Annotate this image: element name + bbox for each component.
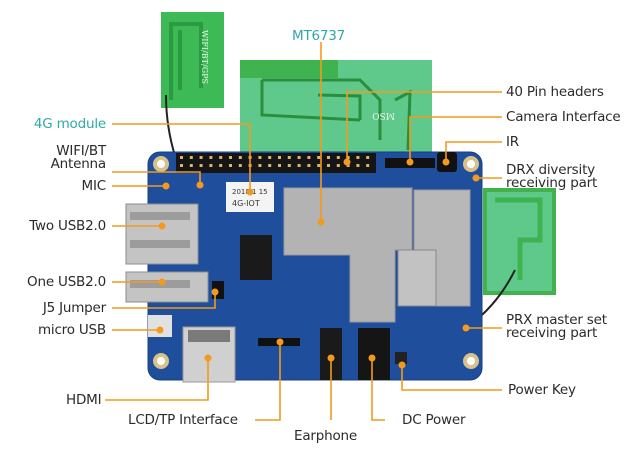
label-wifi-bt-antenna: WIFI/BT Antenna — [20, 143, 107, 172]
header-pin — [189, 164, 193, 167]
label-prx-line2: receiving part — [506, 325, 598, 341]
label-drx-line2: receiving part — [506, 175, 598, 191]
label-earphone: Earphone — [294, 428, 357, 444]
label-power-key: Power Key — [508, 382, 576, 398]
label-ir: IR — [506, 134, 519, 150]
header-pin — [219, 164, 223, 167]
label-wifi-bt-line1: WIFI/BT — [56, 143, 106, 159]
callout-4g-module — [112, 123, 251, 192]
header-pin — [209, 164, 213, 167]
header-pin — [297, 164, 301, 167]
label-one-usb: One USB2.0 — [27, 274, 106, 290]
module-sticker-name: 4G-IOT — [232, 199, 260, 208]
label-mt6737: MT6737 — [292, 28, 346, 44]
header-pin — [189, 156, 193, 159]
label-40-pin-headers: 40 Pin headers — [506, 84, 604, 100]
header-pin — [346, 164, 350, 167]
header-pin — [238, 156, 242, 159]
u4-chip — [240, 235, 272, 280]
header-pin — [366, 156, 370, 159]
callout-j5 — [112, 292, 216, 309]
callout-pin-headers — [346, 91, 502, 162]
callout-dc-power — [371, 358, 385, 421]
header-pin — [278, 164, 281, 167]
label-dc-power: DC Power — [402, 412, 466, 428]
callout-ir — [445, 141, 502, 162]
callout-lcd — [255, 342, 281, 421]
header-pin — [336, 164, 340, 167]
header-pin — [278, 156, 281, 159]
label-4g-module: 4G module — [33, 116, 106, 132]
header-pin — [180, 164, 183, 167]
dc-power-jack — [358, 328, 390, 380]
header-pin — [346, 156, 350, 159]
header-pin — [287, 156, 291, 159]
header-pin — [268, 164, 272, 167]
label-lcd-tp: LCD/TP Interface — [128, 412, 238, 428]
header-pin — [366, 164, 370, 167]
header-pin — [297, 156, 301, 159]
earphone-jack — [320, 328, 342, 380]
label-two-usb: Two USB2.0 — [29, 218, 106, 234]
header-pin — [258, 164, 262, 167]
label-drx-line1: DRX diversity — [506, 162, 595, 178]
label-wifi-bt-line2: Antenna — [50, 156, 107, 172]
header-pin — [238, 164, 242, 167]
header-pin — [327, 156, 330, 159]
label-prx-line1: PRX master set — [506, 312, 607, 328]
main-antenna: MSO — [240, 60, 432, 155]
callout-camera — [409, 116, 502, 162]
header-pin — [268, 156, 272, 159]
label-camera-interface: Camera Interface — [506, 109, 621, 125]
header-pin — [317, 164, 321, 167]
wifi-antenna-silkscreen: WIFI/BT/GPS — [200, 30, 209, 84]
label-drx: DRX diversity receiving part — [506, 162, 598, 191]
wifi-bt-gps-antenna: WIFI/BT/GPS — [161, 12, 224, 186]
header-pin — [199, 156, 203, 159]
callout-hdmi — [105, 358, 209, 401]
main-antenna-silkscreen: MSO — [372, 110, 395, 120]
hdmi-port — [182, 326, 236, 383]
label-hdmi: HDMI — [66, 392, 102, 408]
header-pin — [336, 156, 340, 159]
label-j5-jumper: J5 Jumper — [42, 300, 106, 316]
header-pin — [287, 164, 291, 167]
header-pin — [219, 156, 223, 159]
header-pin — [258, 156, 262, 159]
callout-lines — [105, 42, 502, 421]
power-key — [395, 352, 407, 364]
header-pin — [229, 164, 232, 167]
prx-antenna — [469, 188, 556, 326]
header-pin — [356, 156, 360, 159]
micro-usb-port — [148, 315, 172, 337]
header-pin — [356, 164, 360, 167]
callout-dots — [156, 158, 480, 369]
label-mic: MIC — [81, 178, 107, 194]
header-pin — [317, 156, 321, 159]
header-pin — [307, 156, 311, 159]
header-pin — [209, 156, 213, 159]
mt6737-shield — [283, 187, 471, 323]
callout-wifi-antenna — [112, 171, 201, 185]
header-pin — [307, 164, 311, 167]
label-micro-usb: micro USB — [37, 322, 106, 338]
header-pin — [229, 156, 232, 159]
header-pin — [327, 164, 330, 167]
header-pin — [180, 156, 183, 159]
label-prx: PRX master set receiving part — [506, 312, 607, 341]
callout-power-key — [401, 365, 502, 391]
pin-header-40 — [176, 153, 376, 173]
header-pin — [199, 164, 203, 167]
